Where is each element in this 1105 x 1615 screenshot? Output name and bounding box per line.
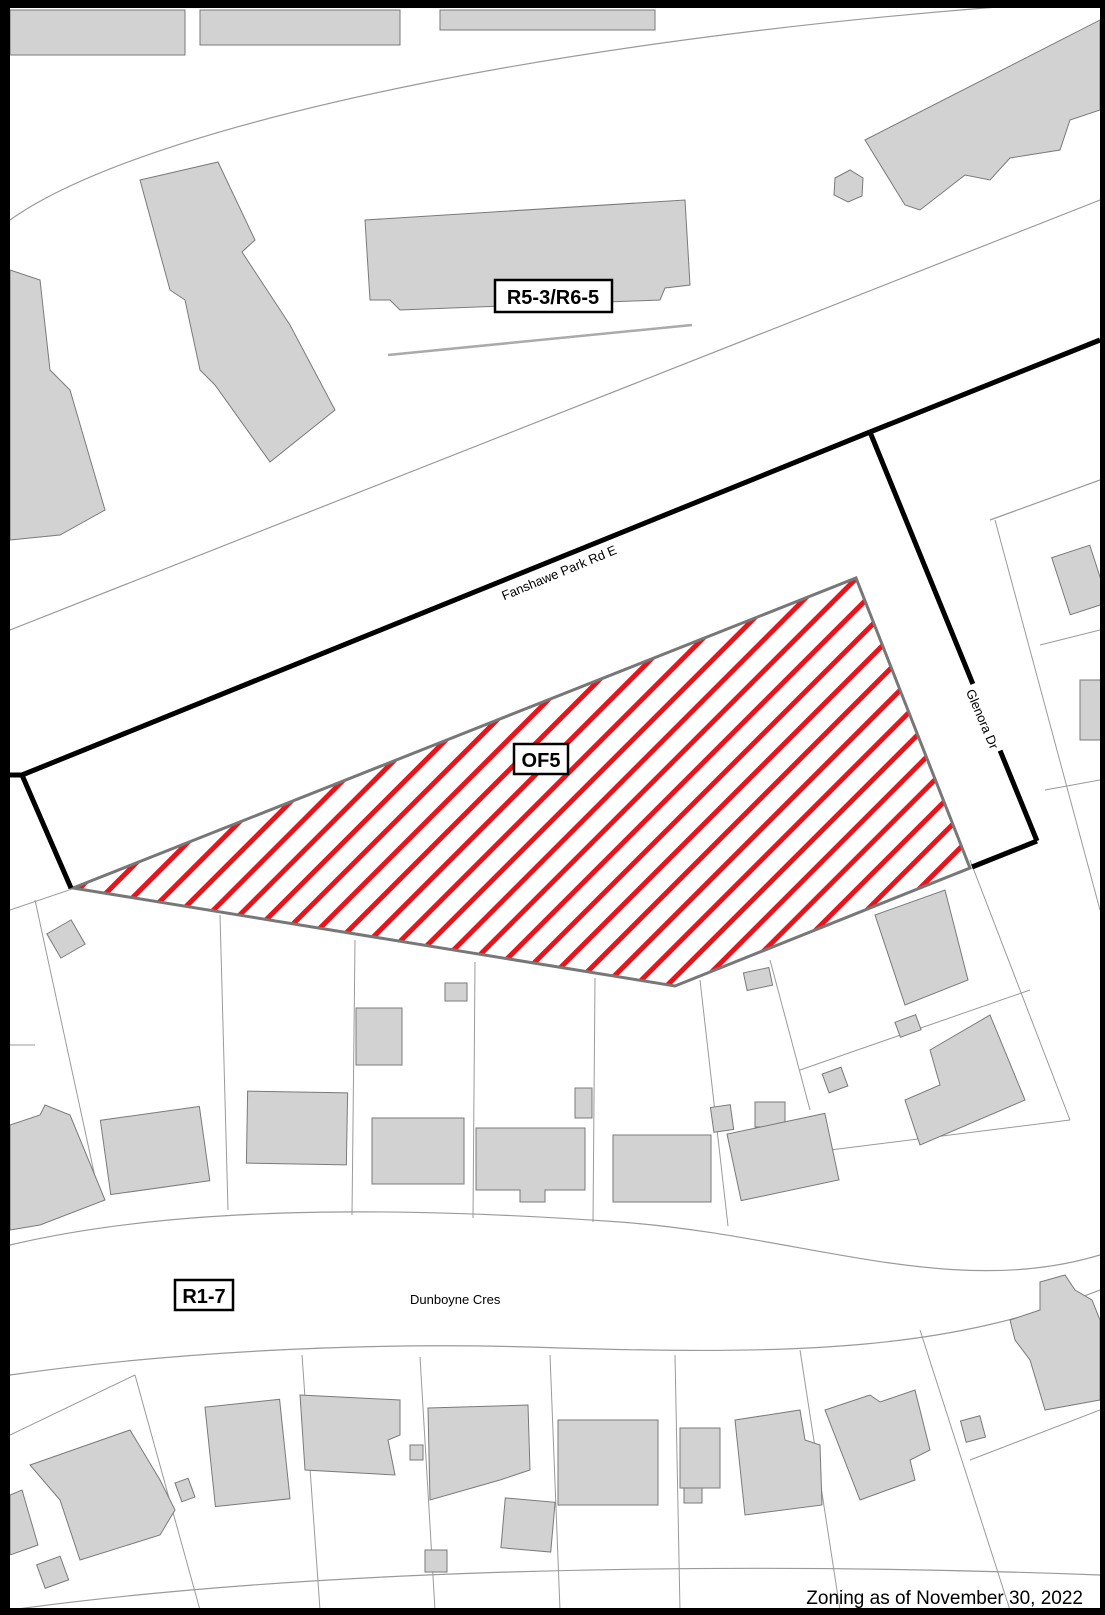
buildings [10, 9, 1100, 1589]
zoning-date-caption: Zoning as of November 30, 2022 [806, 1588, 1083, 1609]
road-edge-dunboyne-south [10, 1289, 1100, 1376]
zone-label-top-text: R5-3/R6-5 [507, 287, 599, 309]
site-parcel-hatched [67, 576, 972, 988]
zone-label-top: R5-3/R6-5 [493, 278, 614, 314]
road-edge-fanshawe-upper [10, 199, 1100, 631]
road-edge-fanshawe-north [10, 8, 994, 221]
zone-boundaries [10, 337, 1100, 889]
street-label-dunboyne: Dunboyne Cres [410, 1292, 501, 1307]
zone-label-south-text: R1-7 [182, 1286, 225, 1308]
lot-line-bottom-curve [20, 1567, 1100, 1608]
zone-label-site: OF5 [512, 742, 570, 776]
path-line [387, 323, 693, 357]
zone-label-south: R1-7 [173, 1278, 235, 1312]
road-edge-dunboyne-north [10, 1211, 1100, 1272]
road-edge-glenora-west [989, 479, 1100, 521]
zone-label-site-text: OF5 [522, 750, 561, 772]
